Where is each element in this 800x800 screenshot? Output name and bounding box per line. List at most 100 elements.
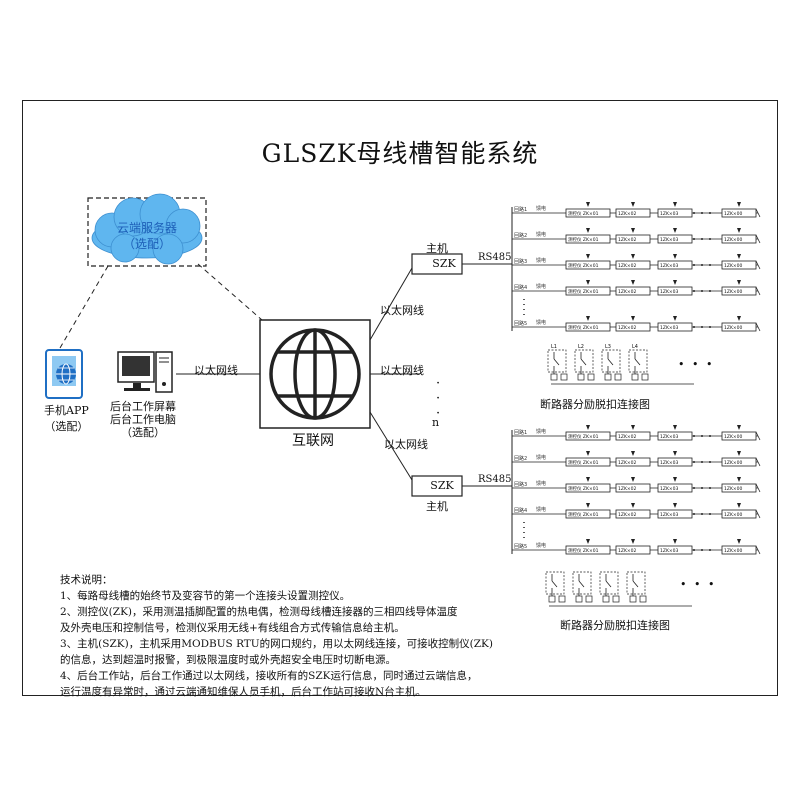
globe-icon — [269, 328, 361, 420]
workstation-label-line2: 后台工作电脑 — [110, 413, 176, 426]
bus2-row0-box-0 — [565, 431, 611, 441]
cloud-label-line1: 云端服务器 — [116, 221, 177, 235]
breaker1-1-switch — [580, 358, 587, 366]
bus1-row0-box-label-0: 测控仪 ZK×01 — [568, 210, 599, 217]
bus2-row1-feed-label: 馈电 — [536, 454, 546, 461]
bus1-row3-sensor-3 — [737, 280, 741, 285]
bus1-row2-box-label-0: 测控仪 ZK×01 — [568, 262, 599, 269]
bus1-row0-box-0 — [565, 208, 611, 218]
bus2-row2-box-label-2: 1ZK×03 — [660, 486, 679, 492]
bus2-row3-feed-label: 馈电 — [536, 506, 546, 513]
bus2-row4-sensor-0 — [586, 539, 590, 544]
page-title: GLSZK母线槽智能系统 — [261, 139, 539, 168]
bus2-row2-loop-label: 回路3 — [514, 481, 527, 488]
bus2-row4-dot-0 — [693, 549, 695, 551]
breaker1-3-phase-label: L4 — [632, 344, 638, 350]
bus1-row0-sensor-0 — [586, 202, 590, 207]
bus2-row0-box-label-2: 1ZK×03 — [660, 434, 679, 440]
cloud-label-line2: （选配） — [122, 237, 171, 251]
bus2-row4-sensor-1 — [631, 539, 635, 544]
bus2-row2-box-label-1: 1ZK×02 — [618, 486, 637, 492]
breaker1-3-coil — [631, 373, 639, 381]
bus2-row3-sensor-0 — [586, 503, 590, 508]
bus2-row1-box-label-3: 1ZK×00 — [724, 460, 743, 466]
breaker1-3-frame — [628, 349, 648, 373]
bus1-row0-box-label-1: 1ZK×02 — [618, 211, 637, 217]
bus1-row4-loop-label: 回路5 — [514, 320, 527, 327]
bus1-row1-box-1 — [615, 234, 651, 244]
bus1-row3-box-1 — [615, 286, 651, 296]
ethernet-label-host1: 以太网线 — [380, 304, 424, 317]
bus2-row2-feed-label: 馈电 — [536, 480, 546, 487]
bus1-row4-box-label-3: 1ZK×00 — [724, 325, 743, 331]
breaker-dots-2: • • • — [680, 578, 717, 591]
bus2-row2-box-label-0: 测控仪 ZK×01 — [568, 485, 599, 492]
bus2-row1-sensor-1 — [631, 451, 635, 456]
bus1-row0-dot-0 — [693, 212, 695, 214]
bus1-row3-feed-label: 馈电 — [536, 283, 546, 290]
ethernet-label-workstation: 以太网线 — [194, 364, 238, 377]
bus1-row3-sensor-0 — [586, 280, 590, 285]
bus1-row3-sensor-2 — [673, 280, 677, 285]
breaker2-3-coil — [629, 595, 637, 603]
bus1-row0-box-2 — [657, 208, 693, 218]
notes-line-5: 的信息，达到超温时报警，到极限温度时或外壳超安全电压时切断电源。 — [60, 654, 396, 666]
bus2-row4-box-0 — [565, 545, 611, 555]
host-label-1: 主机 — [426, 242, 448, 255]
bus1-row2-feed-label: 馈电 — [536, 257, 546, 264]
bus1-row0-box-label-3: 1ZK×00 — [724, 211, 743, 217]
bus2-row3-box-2 — [657, 509, 693, 519]
bus1-row1-box-label-2: 1ZK×03 — [660, 237, 679, 243]
bus2-row1-dot-2 — [709, 461, 711, 463]
breaker2-3-switch — [632, 580, 639, 588]
bus2-row4-box-label-3: 1ZK×00 — [724, 548, 743, 554]
bus2-row0-box-label-1: 1ZK×02 — [618, 434, 637, 440]
computer-icon — [117, 351, 173, 393]
bus2-row3-sensor-2 — [673, 503, 677, 508]
bus2-row3-box-3 — [721, 509, 757, 519]
bus1-row1-sensor-3 — [737, 228, 741, 233]
bus1-row3-box-label-0: 测控仪 ZK×01 — [568, 288, 599, 295]
bus1-row0-end-arrow — [755, 208, 761, 218]
bus1-row2-loop-label: 回路3 — [514, 258, 527, 265]
bus2-row1-box-2 — [657, 457, 693, 467]
bus1-row2-dot-1 — [701, 264, 703, 266]
bus1-row1-box-label-0: 测控仪 ZK×01 — [568, 236, 599, 243]
bus1-row2-box-label-3: 1ZK×00 — [724, 263, 743, 269]
bus1-row2-box-1 — [615, 260, 651, 270]
bus1-row1-dot-2 — [709, 238, 711, 240]
bus2-row3-box-label-2: 1ZK×03 — [660, 512, 679, 518]
breaker1-2-switch — [607, 358, 614, 366]
breaker2-1-coil — [575, 595, 583, 603]
breaker2-0-switch — [551, 580, 558, 588]
breaker2-3-frame — [626, 571, 646, 595]
bus1-row2-box-0 — [565, 260, 611, 270]
bus2-row4-sensor-2 — [673, 539, 677, 544]
breaker1-2-phase-label: L3 — [605, 344, 611, 350]
phone-icon — [45, 349, 83, 399]
breaker1-1-coil — [577, 373, 585, 381]
bus2-row2-sensor-0 — [586, 477, 590, 482]
bus1-row4-box-label-2: 1ZK×03 — [660, 325, 679, 331]
bus1-row3-box-label-2: 1ZK×03 — [660, 289, 679, 295]
breaker1-1-frame — [574, 349, 594, 373]
bus2-row0-sensor-2 — [673, 425, 677, 430]
bus1-row2-box-2 — [657, 260, 693, 270]
rs485-label-1: RS485 — [478, 252, 512, 263]
notes-heading: 技术说明： — [60, 574, 113, 586]
bus1-row3-box-label-1: 1ZK×02 — [618, 289, 637, 295]
bus1-row4-sensor-1 — [631, 316, 635, 321]
ethernet-label-host2: 以太网线 — [384, 438, 428, 451]
breaker1-3-contact — [641, 373, 649, 381]
bus1-row3-box-label-3: 1ZK×00 — [724, 289, 743, 295]
workstation-label-line3: （选配） — [121, 426, 165, 439]
bus2-row3-sensor-1 — [631, 503, 635, 508]
bus2-row1-box-3 — [721, 457, 757, 467]
bus1-row2-dot-2 — [709, 264, 711, 266]
breaker2-1-contact — [585, 595, 593, 603]
bus2-row1-box-label-1: 1ZK×02 — [618, 460, 637, 466]
ellipsis-n: n — [432, 416, 440, 429]
bus2-row4-box-1 — [615, 545, 651, 555]
breaker1-3-switch — [634, 358, 641, 366]
bus1-row4-box-1 — [615, 322, 651, 332]
